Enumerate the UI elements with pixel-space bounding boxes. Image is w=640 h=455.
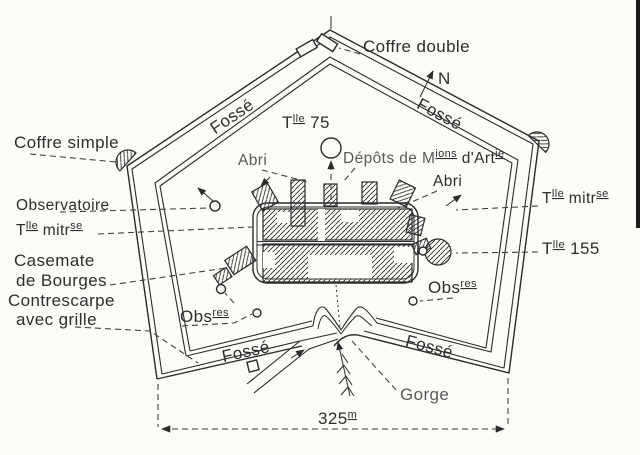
central-passage	[318, 209, 325, 241]
label-obs-left: Obsres	[180, 307, 229, 326]
label-fosse-ne: Fossé	[414, 94, 466, 133]
dimension-325m: 325m	[157, 378, 509, 433]
rampart-outer-line-sw	[185, 325, 314, 357]
counterscarp-outer-line-sw	[156, 345, 303, 380]
entrance-road-upper-wall	[246, 332, 338, 385]
label-observatoire: Observatoire	[16, 197, 110, 214]
obs-dome-south-right	[408, 296, 418, 306]
courtyard-cutout	[341, 210, 359, 222]
leader-gorge	[351, 340, 397, 391]
north-indicator: N	[419, 69, 451, 98]
leader-coffre-simple	[29, 153, 117, 163]
entrance-road-lower-wall	[253, 338, 339, 394]
label-tourelle-155: Tlle 155	[542, 239, 600, 258]
gorge-wing-walls	[312, 306, 378, 331]
turret-155-emplacement	[424, 238, 452, 266]
right-sortie-arrow	[445, 194, 462, 207]
courtyard-cutout	[277, 212, 292, 223]
corner-works	[115, 16, 550, 172]
road-side-building	[246, 359, 260, 373]
depot-block	[361, 181, 378, 205]
label-coffre-double: Coffre double	[363, 37, 470, 56]
left-sortie-arrow	[197, 187, 214, 202]
leader-tourelle-mitr-right	[455, 205, 539, 211]
leader-abri-right	[397, 190, 438, 209]
gorge-axis-dotted-line	[335, 284, 341, 329]
coffre-simple-right	[527, 131, 550, 154]
casemate-bourges-block	[223, 245, 257, 276]
label-gorge: Gorge	[400, 385, 449, 404]
label-contrescarpe-line2: avec grille	[16, 310, 97, 329]
leader-abri-left	[261, 169, 309, 183]
central-barracks	[197, 137, 462, 318]
label-abri-right: Abri	[433, 173, 462, 190]
depot-block	[389, 179, 417, 208]
leader-tourelle-155	[455, 251, 539, 254]
coffre-double-block-right	[315, 32, 339, 53]
rampart-outline	[154, 56, 519, 357]
rampart-outer-line	[154, 56, 519, 357]
dimension-label: 325m	[318, 409, 357, 428]
leader-coffre-double	[338, 47, 361, 55]
north-arrow	[419, 70, 434, 98]
north-label: N	[438, 69, 451, 88]
label-tourelle-mitr-left: Tlle mitrse	[16, 220, 83, 239]
courtyard-cutout	[263, 252, 275, 268]
courtyard-cutout	[308, 255, 372, 279]
leader-obs-left-2	[224, 292, 235, 304]
leader-obs-right	[419, 297, 454, 302]
label-fosse-se: Fossé	[404, 331, 456, 362]
rampart-inner-line-sw	[189, 320, 313, 352]
label-abri-left: Abri	[238, 152, 267, 169]
gorge-wing-walls-inner	[317, 315, 373, 335]
coffre-simple-left	[115, 149, 137, 172]
leader-lines	[29, 47, 539, 391]
counterscarp-inner-line	[131, 36, 534, 375]
gorge-feathered-arrow	[336, 341, 355, 397]
leader-abri-left-arrow	[260, 176, 271, 187]
leader-obs-left	[181, 313, 253, 327]
abri-block	[250, 182, 280, 212]
photo-edge	[636, 0, 640, 228]
leader-casemate	[109, 267, 227, 286]
label-tourelle-mitr-right: Tlle mitrse	[542, 188, 609, 207]
courtyard-cutout	[394, 247, 413, 263]
label-contrescarpe-line1: Contrescarpe	[8, 291, 115, 310]
obs-dome-south-left	[252, 308, 262, 318]
leader-observatoire	[59, 207, 209, 213]
label-tourelle-75: Tlle 75	[282, 113, 330, 132]
label-obs-right: Obsres	[428, 278, 477, 297]
counterscarp-inner-line-sw	[161, 340, 301, 375]
label-fosse-nw: Fossé	[207, 95, 258, 138]
leader-depots	[343, 167, 356, 182]
label-casemate-line2: de Bourges	[16, 271, 107, 290]
rampart-inner-line	[159, 63, 513, 352]
leader-contrescarpe	[74, 326, 199, 364]
label-coffre-simple: Coffre simple	[14, 133, 119, 152]
coffre-double-block-left	[295, 38, 319, 58]
left-observatory-dome	[209, 200, 221, 212]
label-casemate-line1: Casemate	[14, 251, 95, 270]
casemate-bourges-block	[212, 266, 233, 286]
turret-75-circle	[320, 137, 342, 159]
gorge-entrance	[246, 284, 355, 397]
leader-tourelle-mitr-left	[97, 226, 253, 235]
road-direction-arrow	[290, 349, 305, 359]
casemate-observatory-dome	[215, 283, 227, 295]
turret-155-well	[418, 246, 428, 256]
label-depots: Dépôts de Mions d'Artie	[343, 148, 505, 167]
abri-block	[290, 179, 306, 227]
right-wing-block	[405, 213, 426, 237]
